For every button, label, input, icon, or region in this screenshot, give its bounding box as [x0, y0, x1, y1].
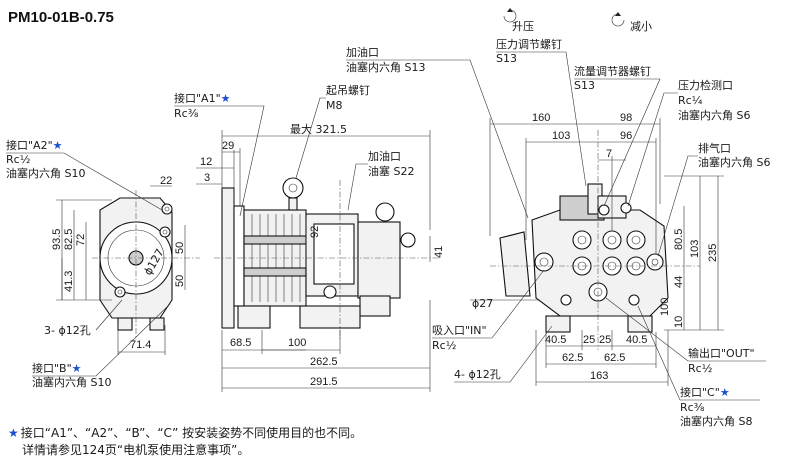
dim-71-4: 71.4 [130, 339, 151, 351]
pressure-port-thread: Rc¼ [678, 94, 703, 107]
dim-25-right: 25 [599, 334, 611, 346]
port-c-label: 接口"C"★ [680, 386, 730, 399]
dim-100-side: 100 [659, 298, 671, 316]
dim-160: 160 [532, 112, 550, 124]
vent-port-label: 排气口 [698, 141, 731, 155]
dim-98: 98 [620, 112, 632, 124]
dim-25-left: 25 [583, 334, 595, 346]
dim-92: 92 [309, 226, 321, 238]
dim-96: 96 [620, 130, 632, 142]
dim-41: 41 [433, 246, 445, 258]
port-a1-thread: Rc⅜ [174, 107, 199, 120]
pressure-port-label: 压力检测口 [678, 78, 733, 92]
flow-screw-size: S13 [574, 79, 595, 92]
dim-10: 10 [673, 316, 685, 328]
left-end-view: 22 93.5 82.5 72 41.3 50 50 ϕ127 71.4 接口"… [6, 139, 200, 389]
dim-103-side: 103 [689, 240, 701, 258]
pressure-port-plug: 油塞内六角 S6 [678, 108, 750, 122]
side-view: 最大 321.5 29 12 3 92 41 68.5 100 262.5 29… [174, 45, 529, 392]
model-title: PM10-01B-0.75 [8, 9, 114, 26]
dim-82-5: 82.5 [63, 229, 75, 250]
port-c-thread: Rc⅜ [680, 401, 705, 414]
left-holes-label: 3- ϕ12孔 [44, 324, 91, 337]
vent-port-plug: 油塞内六角 S6 [698, 155, 770, 169]
footnote-line-2: 详情请参见124页“电机泵使用注意事项”。 [22, 442, 249, 457]
oil-filler-1-label: 加油口 [346, 45, 379, 59]
dim-29: 29 [222, 140, 234, 152]
dim-72: 72 [75, 234, 87, 246]
pressure-screw-direction: 升压 [512, 20, 534, 33]
outlet-label: 输出口"OUT" [688, 346, 755, 360]
dim-62-5-left: 62.5 [562, 352, 583, 364]
flow-screw-direction: 减小 [630, 20, 652, 33]
dim-235: 235 [707, 244, 719, 262]
dim-3: 3 [204, 172, 210, 184]
oil-filler-2-label: 加油口 [368, 149, 401, 163]
dim-103-top: 103 [552, 130, 570, 142]
inlet-thread: Rc½ [432, 339, 456, 352]
inlet-label: 吸入口"IN" [432, 324, 487, 337]
dim-262-5: 262.5 [310, 356, 338, 368]
dim-80-5: 80.5 [673, 229, 685, 250]
port-a2-plug: 油塞内六角 S10 [6, 166, 85, 180]
oil-filler-1-plug: 油塞内六角 S13 [346, 60, 425, 74]
port-a1-label: 接口"A1"★ [174, 92, 231, 105]
port-a2-label: 接口"A2"★ [6, 139, 63, 152]
outlet-thread: Rc½ [688, 362, 712, 375]
dim-62-5-right: 62.5 [604, 352, 625, 364]
dim-163: 163 [590, 370, 608, 382]
pressure-screw-label: 压力调节螺钉 [496, 38, 562, 51]
dim-7: 7 [606, 148, 612, 160]
dim-291-5: 291.5 [310, 376, 338, 388]
dim-68-5: 68.5 [230, 337, 251, 349]
dim-44: 44 [673, 276, 685, 288]
dim-dia27: ϕ27 [472, 297, 493, 310]
lifting-bolt-size: M8 [326, 99, 343, 112]
footnote: ★接口“A1”、“A2”、“B”、“C” 按安装姿势不同使用目的也不同。 详情请… [8, 425, 362, 457]
dim-40-5-right: 40.5 [626, 334, 647, 346]
front-view: 160 98 103 96 7 80.5 103 235 44 100 10 ϕ… [432, 8, 770, 428]
oil-filler-2-plug: 油塞 S22 [368, 164, 414, 178]
dim-12: 12 [200, 156, 212, 168]
footnote-line-1: ★接口“A1”、“A2”、“B”、“C” 按安装姿势不同使用目的也不同。 [8, 425, 362, 440]
right-holes-label: 4- ϕ12孔 [454, 368, 501, 381]
flow-screw-label: 流量调节器螺钉 [574, 64, 651, 78]
dim-22: 22 [160, 175, 172, 187]
dim-max-321-5: 最大 321.5 [290, 122, 347, 136]
port-b-plug: 油塞内六角 S10 [32, 375, 111, 389]
port-a2-thread: Rc½ [6, 153, 30, 166]
dim-93-5: 93.5 [51, 229, 63, 250]
dim-41-3: 41.3 [63, 271, 75, 292]
dim-100: 100 [288, 337, 306, 349]
dim-50-top: 50 [174, 242, 186, 254]
dim-50-bottom: 50 [174, 275, 186, 287]
port-c-plug: 油塞内六角 S8 [680, 414, 752, 428]
lifting-bolt-label: 起吊螺钉 [326, 84, 370, 97]
pressure-screw-size: S13 [496, 52, 517, 65]
dim-40-5-left: 40.5 [545, 334, 566, 346]
port-b-label: 接口"B"★ [32, 362, 82, 375]
